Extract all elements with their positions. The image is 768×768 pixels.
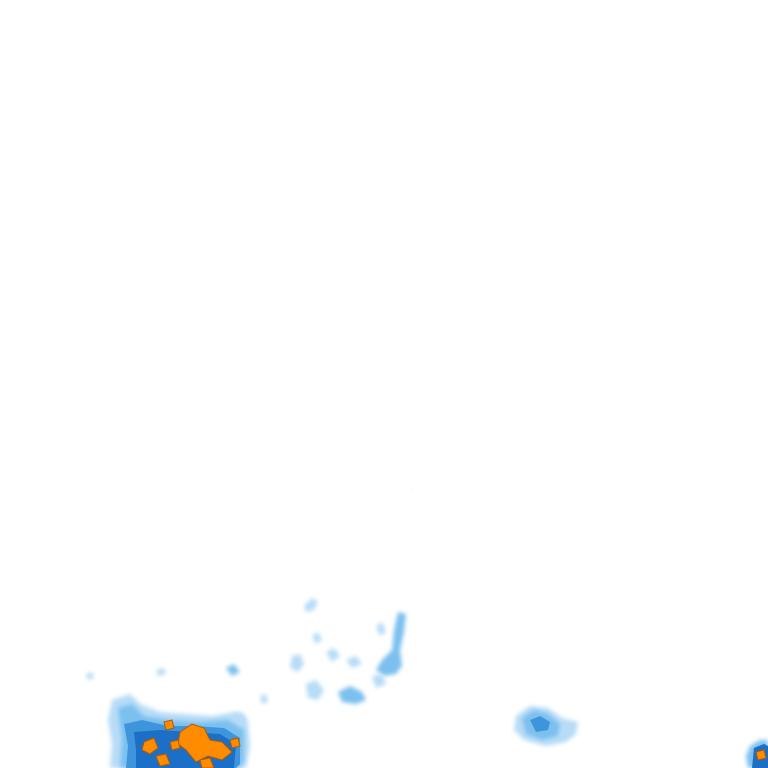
echo-light-patch xyxy=(326,648,340,662)
echo-light-patch xyxy=(86,672,94,680)
echo-light-patch xyxy=(372,674,386,688)
echo-light-patch xyxy=(306,680,324,700)
echo-speck xyxy=(410,489,412,491)
echo-light-patch xyxy=(376,612,406,676)
echo-light-tail xyxy=(232,712,248,724)
echo-intense-patch xyxy=(141,737,159,755)
echo-light-patch xyxy=(304,598,318,612)
echo-light-patch xyxy=(376,622,386,636)
echo-light-patch xyxy=(312,632,322,644)
echo-intense-patch xyxy=(177,723,233,763)
echo-intense-patch xyxy=(229,737,241,749)
echo-intense-patch xyxy=(155,753,171,767)
echo-light-patch xyxy=(346,656,362,668)
echo-intense-patch xyxy=(755,749,767,761)
echo-light-patch xyxy=(226,664,240,676)
echo-light-patch xyxy=(156,668,166,676)
echo-heavy-core xyxy=(530,716,550,732)
echo-cell-southeast-edge xyxy=(746,740,768,768)
echo-light-patch xyxy=(290,654,304,672)
echo-light-patch xyxy=(338,686,366,704)
echo-intense-patch xyxy=(199,757,215,768)
echo-intense-patch xyxy=(169,739,181,751)
echo-cell-central-scatter xyxy=(86,598,406,704)
echo-intense-patch xyxy=(163,719,175,731)
echo-cell-south-central xyxy=(514,706,578,746)
echo-cell-southwest-core xyxy=(108,694,250,768)
echo-light-patch xyxy=(260,694,268,704)
